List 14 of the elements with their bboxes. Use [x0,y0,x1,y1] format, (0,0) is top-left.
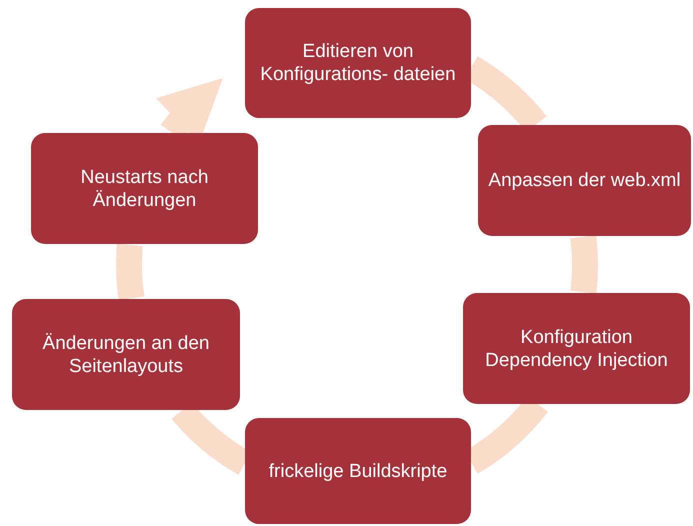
box-label: Editieren von Konfigurations- dateien [259,40,457,86]
box-label: Neustarts nach Änderungen [80,166,210,212]
cycle-arc [116,244,144,300]
box-label: Änderungen an den Seitenlayouts [42,332,210,378]
process-box [12,299,240,410]
process-box [245,8,471,118]
process-box [463,293,690,404]
box-label: Anpassen der web.xml [488,169,681,192]
process-box [245,418,471,524]
process-box [478,125,691,236]
cycle-arc [570,235,598,294]
box-label: frickelige Buildskripte [268,460,448,482]
process-box [31,133,258,244]
box-label: Konfiguration Dependency Injection [484,326,669,372]
